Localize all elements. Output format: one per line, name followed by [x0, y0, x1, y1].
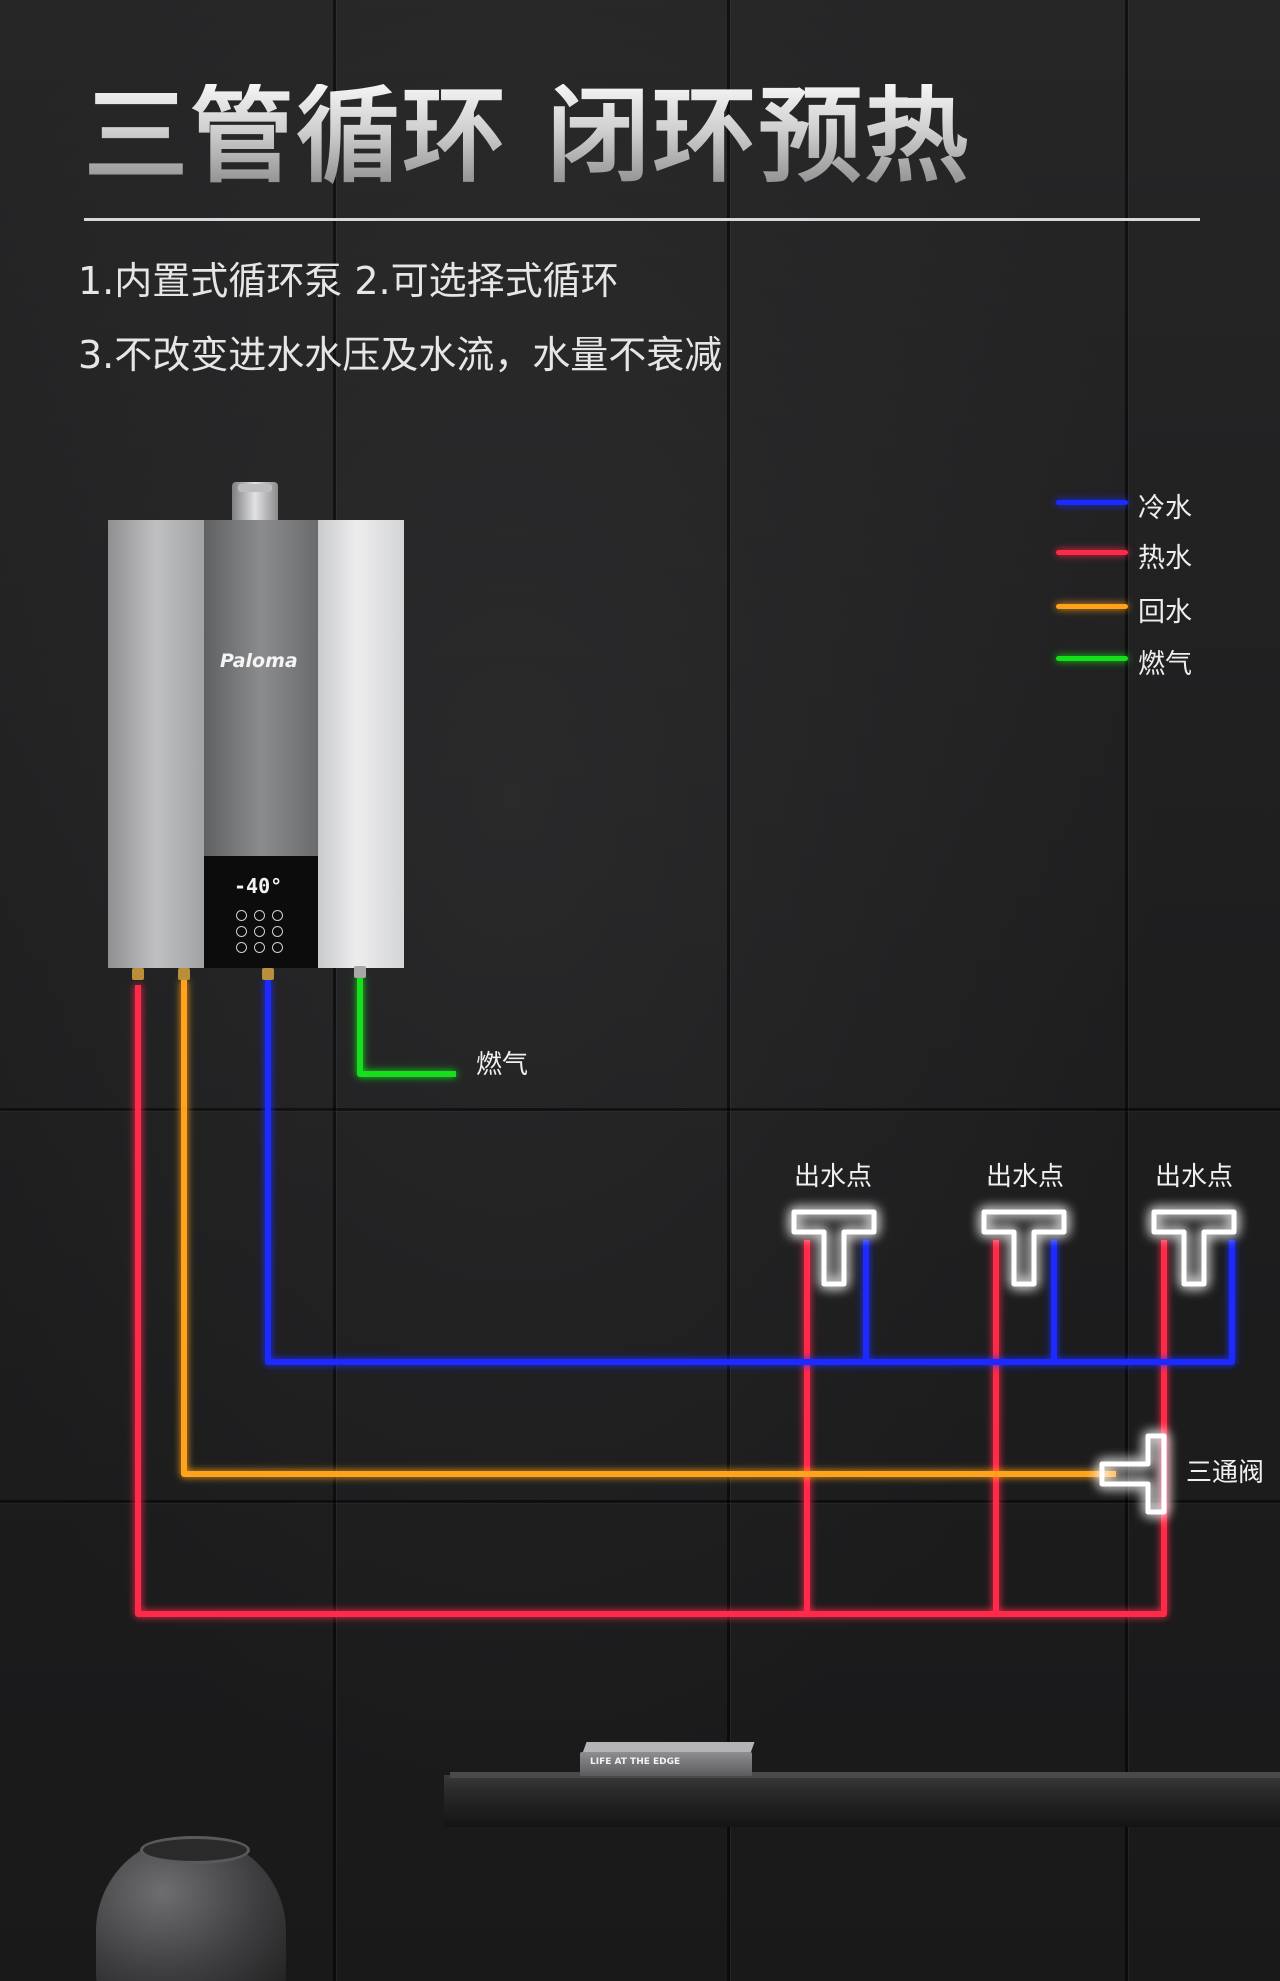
heater-control-panel: -40°	[204, 856, 318, 968]
wall-seam	[0, 1108, 1280, 1111]
book	[580, 1752, 752, 1776]
control-button	[254, 926, 265, 937]
control-button	[254, 910, 265, 921]
book-title: LIFE AT THE EDGE	[590, 1757, 681, 1767]
pipe-fitting	[354, 966, 366, 978]
cold-water-pipe-main	[265, 980, 1235, 1365]
legend-label-cold: 冷水	[1138, 493, 1192, 524]
legend-item-return: 回水	[1050, 587, 1260, 628]
gas-pipe	[357, 976, 456, 1077]
legend-swatch-cold	[1056, 500, 1128, 505]
heater-side-panel	[318, 520, 404, 968]
heater-temperature-display: -40°	[234, 874, 283, 898]
pipe-fitting	[132, 968, 144, 980]
pipe-fitting	[178, 968, 190, 980]
vase-neck	[140, 1836, 250, 1864]
control-button	[236, 942, 247, 953]
legend-swatch-return	[1056, 604, 1128, 609]
legend-item-gas: 燃气	[1050, 639, 1260, 680]
gas-label: 燃气	[476, 1050, 529, 1080]
wall-seam	[333, 0, 336, 1981]
faucet-icon	[981, 1209, 1067, 1287]
hot-water-pipe-main	[135, 985, 1167, 1617]
outlet-label-2: 出水点	[986, 1162, 1065, 1192]
three-way-valve-icon	[1099, 1433, 1167, 1515]
legend-label-return: 回水	[1138, 597, 1192, 628]
legend-swatch-hot	[1056, 550, 1128, 555]
wall-shelf	[444, 1775, 1280, 1827]
control-button	[254, 942, 265, 953]
pipe-fitting	[262, 968, 274, 980]
three-way-valve-label: 三通阀	[1186, 1458, 1265, 1488]
outlet-label-1: 出水点	[794, 1162, 873, 1192]
wall-seam	[727, 0, 730, 1981]
control-button	[236, 926, 247, 937]
heater-side-panel	[108, 520, 204, 968]
feature-line-2: 3.不改变进水水压及水流，水量不衰减	[78, 333, 723, 377]
legend-label-hot: 热水	[1138, 543, 1192, 574]
faucet-icon	[1151, 1209, 1237, 1287]
legend-item-hot: 热水	[1050, 533, 1260, 574]
outlet-label-3: 出水点	[1155, 1162, 1234, 1192]
title-divider	[84, 218, 1200, 221]
return-water-pipe	[181, 980, 1116, 1477]
heater-brand-logo: Paloma	[220, 650, 298, 672]
control-button	[272, 910, 283, 921]
water-heater: Paloma -40°	[108, 520, 404, 968]
feature-line-1: 1.内置式循环泵 2.可选择式循环	[78, 259, 619, 303]
wall-shelf-top	[450, 1772, 1280, 1778]
legend-label-gas: 燃气	[1138, 649, 1192, 680]
faucet-icon	[791, 1209, 877, 1287]
wall-seam	[0, 1500, 1280, 1503]
control-button	[272, 926, 283, 937]
control-button	[272, 942, 283, 953]
flue-cap	[238, 484, 272, 492]
legend-swatch-gas	[1056, 656, 1128, 661]
page-title: 三管循环 闭环预热	[84, 75, 971, 197]
legend-item-cold: 冷水	[1050, 483, 1260, 524]
control-button	[236, 910, 247, 921]
wall-seam	[1125, 0, 1128, 1981]
